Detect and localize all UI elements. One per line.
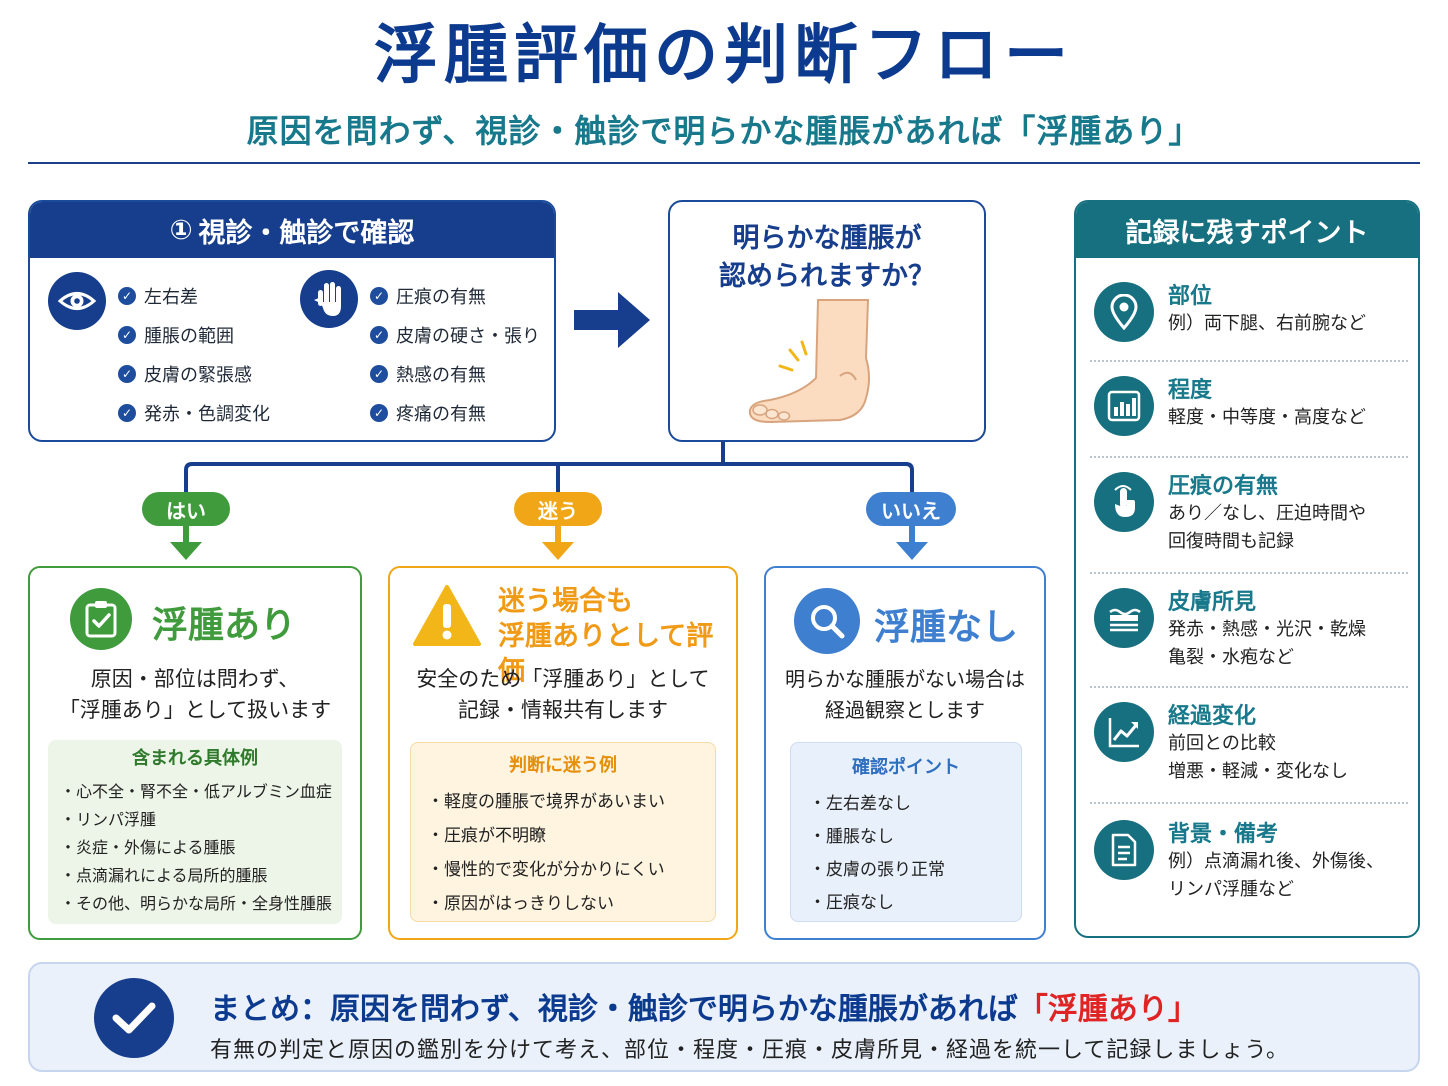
list-item: ・点滴漏れによる局所的腫脹 bbox=[60, 866, 268, 885]
location-pin-icon bbox=[1094, 282, 1154, 342]
branch-yes-label: はい bbox=[142, 492, 230, 526]
check-icon: ✓ bbox=[118, 364, 136, 383]
edema-examples-list: ・心不全・腎不全・低アルブミン血症 ・リンパ浮腫 ・炎症・外傷による腫脹 ・点滴… bbox=[60, 778, 342, 918]
check-circle-icon bbox=[94, 978, 174, 1058]
record-divider bbox=[1090, 360, 1408, 362]
list-item: ✓圧痕の有無 bbox=[370, 276, 540, 315]
record-item-title: 圧痕の有無 bbox=[1168, 474, 1279, 499]
list-item: ✓疼痛の有無 bbox=[370, 393, 540, 432]
list-item: ✓発赤・色調変化 bbox=[118, 393, 270, 432]
bar-chart-icon bbox=[1094, 376, 1154, 436]
flow-arrow-right-icon bbox=[574, 292, 650, 348]
inspection-panel-title: 視診・触診で確認 bbox=[198, 217, 415, 249]
summary-headline: まとめ：原因を問わず、視診・触診で明らかな腫脹があれば「浮腫あり」 bbox=[210, 992, 1198, 1027]
list-item: ・リンパ浮腫 bbox=[60, 810, 157, 829]
list-item: ・圧痕が不明瞭 bbox=[427, 826, 546, 846]
result-edema-title: 浮腫あり bbox=[152, 605, 297, 646]
record-item-title: 背景・備考 bbox=[1168, 822, 1279, 847]
visual-check-list: ✓左右差 ✓腫脹の範囲 ✓皮膚の緊張感 ✓発赤・色調変化 bbox=[118, 276, 270, 432]
check-icon: ✓ bbox=[370, 403, 388, 422]
record-item-title: 皮膚所見 bbox=[1168, 590, 1257, 615]
inspection-panel: ① 視診・触診で確認 ✓左右差 ✓腫脹の範囲 ✓皮膚の緊張感 ✓発赤・色調変化 … bbox=[28, 200, 556, 442]
trend-line-icon bbox=[1094, 702, 1154, 762]
palpation-check-list: ✓圧痕の有無 ✓皮膚の硬さ・張り ✓熱感の有無 ✓疼痛の有無 bbox=[370, 276, 540, 432]
list-item: ✓熱感の有無 bbox=[370, 354, 540, 393]
page-title: 浮腫評価の判断フロー bbox=[374, 19, 1074, 93]
result-edema-panel: 浮腫あり 原因・部位は問わず、 「浮腫あり」として扱います 含まれる具体例 ・心… bbox=[28, 566, 362, 940]
none-check-box: 確認ポイント ・左右差なし ・腫脹なし ・皮膚の張り正常 ・圧痕なし bbox=[790, 742, 1022, 922]
step-number: ① bbox=[169, 214, 193, 246]
list-item: ✓皮膚の緊張感 bbox=[118, 354, 270, 393]
list-item: ・腫脹なし bbox=[809, 827, 894, 847]
record-item-desc: 例）点滴漏れ後、外傷後、 リンパ浮腫など bbox=[1168, 851, 1384, 900]
list-item: ✓左右差 bbox=[118, 276, 270, 315]
record-item-title: 経過変化 bbox=[1168, 704, 1257, 729]
summary-panel: まとめ：原因を問わず、視診・触診で明らかな腫脹があれば「浮腫あり」 有無の判定と… bbox=[28, 962, 1420, 1072]
header-divider bbox=[28, 162, 1420, 164]
result-none-desc: 明らかな腫脹がない場合は 経過観察とします bbox=[785, 667, 1025, 722]
record-divider bbox=[1090, 802, 1408, 804]
check-icon: ✓ bbox=[118, 403, 136, 422]
unsure-examples-box: 判断に迷う例 ・軽度の腫脹で境界があいまい ・圧痕が不明瞭 ・慢性的で変化が分か… bbox=[410, 742, 716, 922]
list-item: ・左右差なし bbox=[809, 794, 911, 814]
list-item: ・圧痕なし bbox=[809, 893, 894, 913]
record-item-desc: 例）両下腿、右前腕など bbox=[1168, 313, 1366, 334]
list-item: ・軽度の腫脹で境界があいまい bbox=[427, 792, 665, 812]
record-divider bbox=[1090, 686, 1408, 688]
record-divider bbox=[1090, 572, 1408, 574]
skin-layers-icon bbox=[1094, 588, 1154, 648]
result-unsure-panel: 迷う場合も 浮腫ありとして評価 安全のため「浮腫あり」として 記録・情報共有しま… bbox=[388, 566, 738, 940]
record-item-title: 程度 bbox=[1168, 378, 1213, 403]
swollen-foot-icon bbox=[748, 299, 870, 424]
summary-detail: 有無の判定と原因の鑑別を分けて考え、部位・程度・圧痕・皮膚所見・経過を統一して記… bbox=[210, 1038, 1290, 1063]
inspection-panel-header: ① 視診・触診で確認 bbox=[30, 202, 554, 258]
eye-icon bbox=[48, 272, 106, 330]
question-text: 明らかな腫脹が 認められますか？ bbox=[719, 223, 935, 292]
branch-connectors bbox=[170, 442, 928, 560]
list-item: ✓腫脹の範囲 bbox=[118, 315, 270, 354]
result-unsure-desc: 安全のため「浮腫あり」として 記録・情報共有します bbox=[416, 667, 710, 722]
list-item: ・慢性的で変化が分かりにくい bbox=[427, 860, 665, 880]
record-item-desc: 発赤・熱感・光沢・乾燥 亀裂・水疱など bbox=[1168, 619, 1366, 668]
list-item: ・その他、明らかな局所・全身性腫脹 bbox=[60, 894, 333, 913]
list-item: ・皮膚の張り正常 bbox=[809, 860, 945, 880]
edema-examples-title: 含まれる具体例 bbox=[132, 748, 258, 769]
check-icon: ✓ bbox=[118, 286, 136, 305]
record-item-desc: 軽度・中等度・高度など bbox=[1168, 407, 1366, 428]
check-icon: ✓ bbox=[118, 325, 136, 344]
summary-highlight: 「浮腫あり」 bbox=[1017, 992, 1198, 1027]
branch-no-label: いいえ bbox=[866, 492, 956, 526]
unsure-examples-title: 判断に迷う例 bbox=[509, 755, 617, 776]
warning-icon bbox=[413, 585, 481, 646]
check-icon: ✓ bbox=[370, 286, 388, 305]
branch-unsure-label: 迷う bbox=[514, 492, 602, 526]
none-check-list: ・左右差なし ・腫脹なし ・皮膚の張り正常 ・圧痕なし bbox=[809, 789, 1021, 921]
check-icon: ✓ bbox=[370, 325, 388, 344]
result-none-title: 浮腫なし bbox=[874, 607, 1019, 648]
record-points-panel: 記録に残すポイント 部位 例）両下腿、右前腕など 程度 軽度・中等度・高度など bbox=[1074, 200, 1420, 938]
list-item: ・炎症・外傷による腫脹 bbox=[60, 838, 236, 857]
press-finger-icon bbox=[1094, 472, 1154, 532]
none-check-title: 確認ポイント bbox=[852, 757, 960, 778]
list-item: ・原因がはっきりしない bbox=[427, 894, 614, 914]
record-item-desc: あり／なし、圧迫時間や 回復時間も記録 bbox=[1168, 503, 1366, 552]
unsure-examples-list: ・軽度の腫脹で境界があいまい ・圧痕が不明瞭 ・慢性的で変化が分かりにくい ・原… bbox=[427, 787, 715, 923]
question-box: 明らかな腫脹が 認められますか？ bbox=[668, 200, 986, 442]
clipboard-check-icon bbox=[70, 588, 132, 650]
result-none-panel: 浮腫なし 明らかな腫脹がない場合は 経過観察とします 確認ポイント ・左右差なし… bbox=[764, 566, 1046, 940]
hand-icon bbox=[300, 270, 358, 328]
result-unsure-title: 迷う場合も 浮腫ありとして評価 bbox=[498, 586, 714, 687]
edema-examples-box: 含まれる具体例 ・心不全・腎不全・低アルブミン血症 ・リンパ浮腫 ・炎症・外傷に… bbox=[48, 740, 342, 924]
record-panel-header: 記録に残すポイント bbox=[1076, 202, 1418, 258]
record-item-title: 部位 bbox=[1168, 284, 1213, 309]
magnifier-icon bbox=[794, 588, 860, 654]
record-item-desc: 前回との比較 増悪・軽減・変化なし bbox=[1168, 733, 1348, 782]
document-icon bbox=[1094, 820, 1154, 880]
result-edema-desc: 原因・部位は問わず、 「浮腫あり」として扱います bbox=[58, 667, 332, 722]
list-item: ・心不全・腎不全・低アルブミン血症 bbox=[60, 782, 332, 801]
page-subtitle: 原因を問わず、視診・触診で明らかな腫脹があれば「浮腫あり」 bbox=[246, 112, 1202, 150]
record-divider bbox=[1090, 456, 1408, 458]
check-icon: ✓ bbox=[370, 364, 388, 383]
list-item: ✓皮膚の硬さ・張り bbox=[370, 315, 540, 354]
